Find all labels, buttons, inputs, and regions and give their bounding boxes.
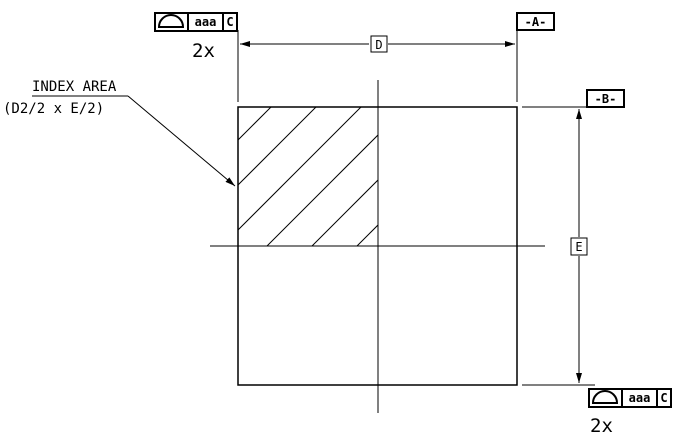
e-dimension-label: E: [575, 240, 582, 254]
profile-of-surface-icon: [591, 390, 619, 404]
datum-b-box: [586, 89, 625, 108]
feature-control-frame-bottom: aaa C: [588, 388, 672, 408]
e-dimension-box: [570, 237, 588, 256]
feature-control-frame-top: aaa C: [154, 12, 238, 32]
fcf-top-datum: C: [226, 15, 233, 29]
datum-a-label: -A-: [525, 15, 547, 29]
datum-a-box: [516, 12, 555, 31]
index-area-leader: [127, 95, 236, 187]
d-dimension-box: [370, 35, 388, 53]
fcf-top-tolerance: aaa: [195, 15, 217, 29]
datum-b-label: -B-: [595, 92, 617, 106]
fcf-top-multiplier: 2x: [192, 40, 215, 62]
index-area-formula: (D2/2 x E/2): [3, 101, 104, 117]
profile-of-surface-icon: [157, 14, 185, 28]
index-area-label: INDEX AREA: [32, 79, 117, 95]
index-area-hatch: [238, 107, 378, 246]
fcf-bottom-multiplier: 2x: [590, 415, 613, 437]
d-dimension-label: D: [375, 38, 382, 52]
fcf-bottom-datum: C: [660, 391, 667, 405]
fcf-bottom-tolerance: aaa: [629, 391, 651, 405]
